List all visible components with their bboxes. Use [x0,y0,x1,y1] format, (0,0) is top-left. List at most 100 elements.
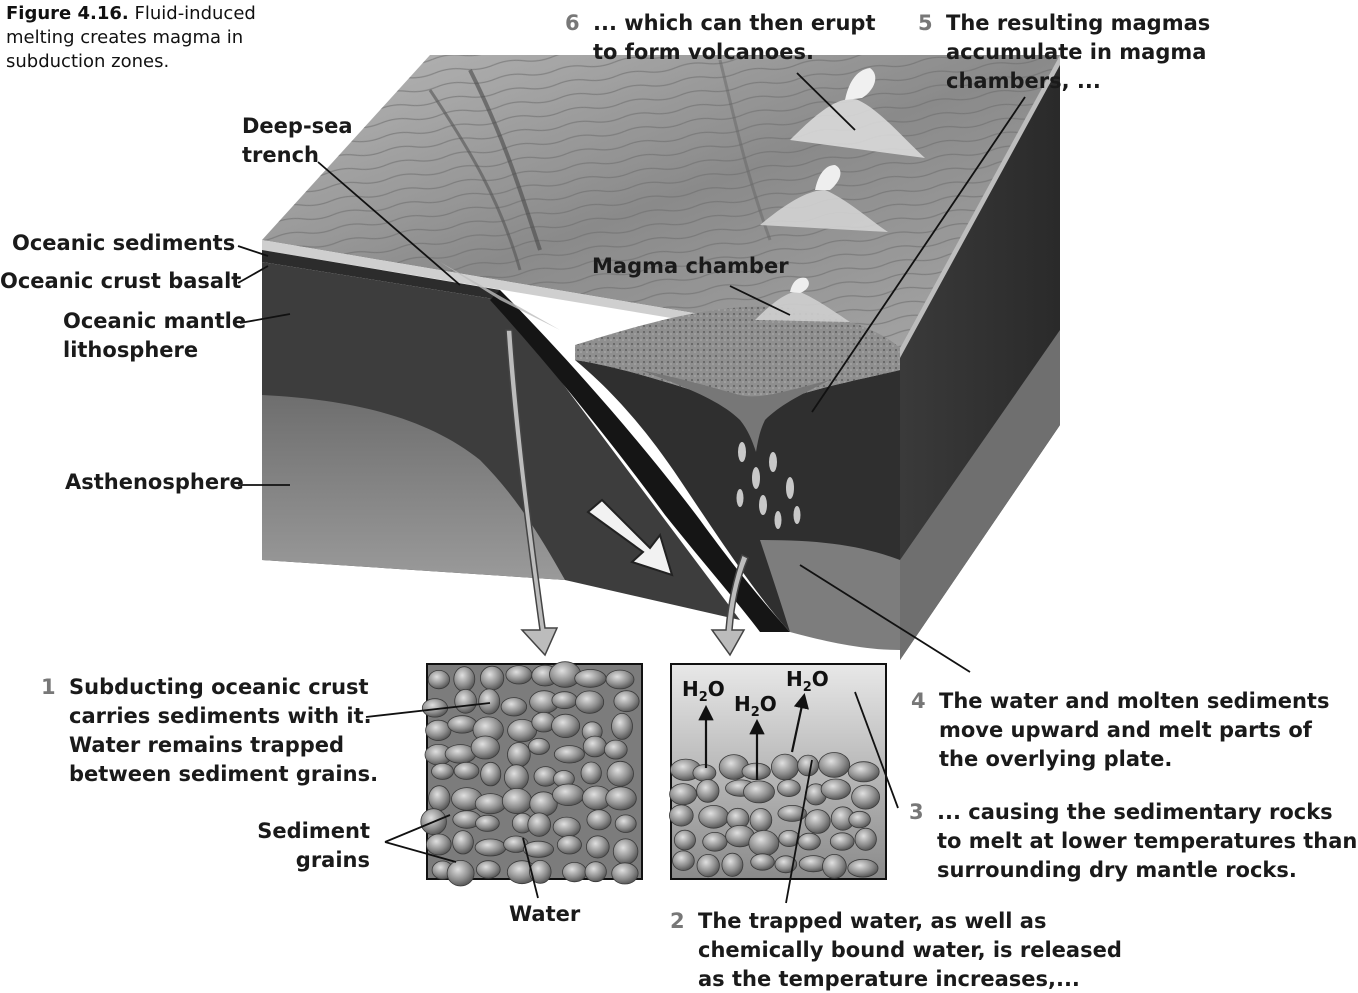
label-water: Water [509,900,580,929]
rock-grain [606,670,634,689]
rock-grain [750,809,772,832]
rock-grain [475,839,506,856]
rock-grain [581,762,601,784]
rock-grain [852,785,880,809]
caption-line-3: subduction zones. [6,50,256,74]
label-deep-sea-trench: Deep-sea trench [242,112,353,170]
rock-grain [476,861,500,879]
rock-grain [552,714,580,737]
rock-grain [693,765,716,782]
rock-grain [612,713,633,739]
rock-grain [674,830,695,850]
step-5: 5 The resulting magmas accumulate in mag… [946,9,1210,96]
rock-grain [504,765,528,790]
rock-grain [576,691,604,713]
rock-grain [479,689,500,714]
rock-grain [554,746,584,763]
panel-water-release: H2O H2O H2O [669,664,886,879]
rock-grain [429,786,450,811]
rock-grain [606,787,637,810]
rock-grain [722,853,743,876]
rock-grain [673,851,695,871]
rock-grain [586,836,609,858]
rock-grain [805,810,830,834]
rock-grain [583,736,606,757]
rock-grain [821,779,850,799]
rock-grain [502,788,531,813]
rock-grain [553,817,580,837]
caption-line-1: Fluid-induced [135,3,256,24]
rock-grain [453,831,474,854]
rock-grain [501,698,527,716]
rock-grain [699,805,729,828]
rock-grain [703,832,727,851]
rock-grain [615,815,636,833]
step-6: 6 ... which can then erupt to form volca… [593,9,876,67]
rock-grain [849,811,871,828]
rock-grain [448,716,477,733]
rock-grain [481,762,501,786]
rock-grain [669,805,693,826]
rock-grain [778,780,801,797]
rock-grain [587,810,611,830]
rock-grain [476,815,500,831]
rock-grain [613,839,638,864]
rock-grain [557,836,581,854]
label-asthenosphere: Asthenosphere [65,468,244,497]
rock-grain [553,784,585,806]
rock-grain [455,689,477,713]
rock-grain [697,854,719,876]
step-3: 3 ... causing the sedimentary rocks to m… [937,798,1357,885]
rock-grain [848,859,878,877]
rock-grain [798,755,819,776]
label-oceanic-crust-basalt: Oceanic crust basalt [0,267,234,296]
rock-grain [819,753,850,778]
rock-grain [471,736,499,759]
panel-sediment-grains [421,662,642,886]
figure-caption: Figure 4.16. Fluid-induced melting creat… [6,2,256,74]
rock-grain [744,781,775,803]
rock-grain [771,754,798,780]
rock-grain [697,780,719,803]
rock-grain [670,784,697,805]
rock-grain [585,862,606,882]
rock-grain [552,692,577,709]
block-diagram [262,55,1060,660]
rock-grain [428,670,449,688]
rock-grain [604,740,627,759]
rock-grain [506,666,532,684]
rock-grain [751,854,775,870]
rock-grain [830,833,854,850]
rock-grain [855,828,876,850]
rock-grain [607,761,633,786]
step-1: 1 Subducting oceanic crust carries sedim… [69,673,378,789]
caption-line-2: melting creates magma in [6,26,256,50]
figure-number: Figure 4.16. [6,3,129,24]
rock-grain [528,813,551,836]
rock-grain [848,762,879,782]
rock-grain [508,743,531,767]
rock-grain [823,854,847,878]
label-sediment-grains: Sediment grains [230,817,370,875]
rock-grain [749,830,779,856]
rock-grain [426,720,451,740]
step-4: 4 The water and molten sediments move up… [939,687,1329,774]
rock-grain [798,833,820,850]
label-oceanic-sediments: Oceanic sediments [12,229,234,258]
rock-grain [454,762,479,779]
rock-grain [432,763,454,779]
rock-grain [454,667,475,692]
rock-grain [575,670,606,688]
rock-grain [614,691,639,712]
label-magma-chamber: Magma chamber [592,252,789,281]
rock-grain [475,794,506,814]
rock-grain [529,738,550,754]
rock-grain [563,862,587,881]
label-oceanic-mantle-lithosphere: Oceanic mantle lithosphere [63,307,246,365]
step-2: 2 The trapped water, as well as chemical… [698,907,1122,993]
rock-grain [447,860,474,886]
rock-grain [612,863,638,884]
rock-grain [426,834,451,855]
rock-grain [480,666,503,690]
